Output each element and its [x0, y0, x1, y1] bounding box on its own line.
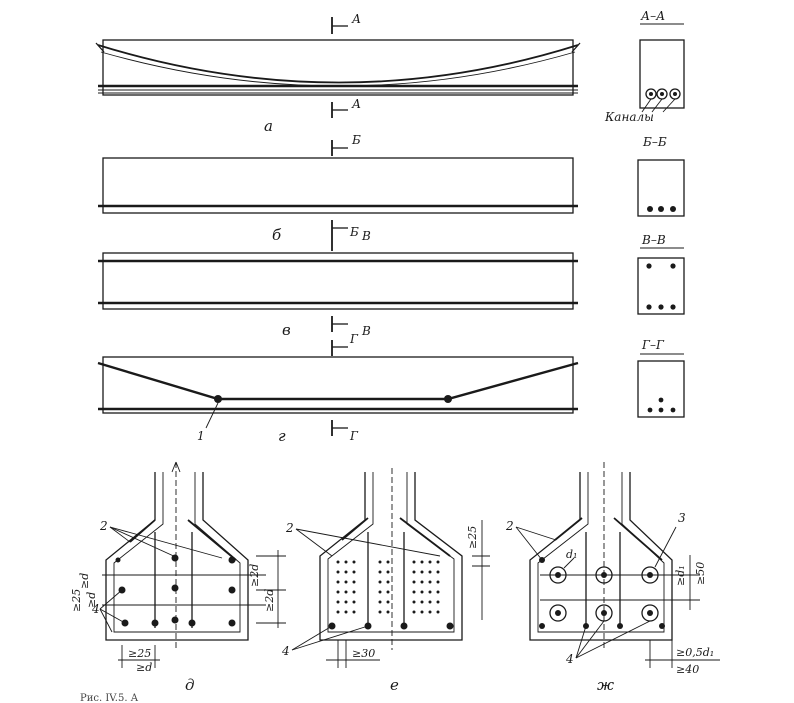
detail-d-dim-dia: ≥d	[78, 573, 91, 589]
cut-label-b-top: Б	[351, 133, 361, 147]
detail-d-callout-2: 2	[99, 519, 108, 533]
section-vv-title: В–В	[641, 233, 666, 247]
detail-d: 2 4 ≥2d ≥2d ≥25 ≥d ≥25 ≥d д	[70, 461, 286, 694]
detail-zh-dim-right1: ≥d₁	[674, 565, 687, 586]
figure-caption: Рис. IV.5. А	[80, 693, 139, 703]
detail-e-callout-2: 2	[285, 521, 294, 535]
section-aa-title: А–А	[640, 9, 665, 23]
beam-a-label: а	[264, 117, 273, 135]
detail-zh-callout-4: 4	[565, 652, 574, 666]
detail-e-dim-right: ≥25	[466, 526, 479, 549]
section-bb: Б–Б	[637, 135, 685, 217]
beam-v-label: в	[282, 321, 291, 339]
beam-v: В В в	[98, 229, 578, 339]
detail-e-dim-bottom: ≥30	[352, 647, 375, 660]
beam-b: Б Б б	[98, 133, 578, 244]
beam-b-label: б	[272, 226, 282, 244]
cut-label-g-top: Г	[349, 332, 359, 346]
cut-label-v-top: В	[361, 229, 371, 243]
section-bb-title: Б–Б	[642, 135, 667, 149]
detail-zh-dim-right2: ≥50	[694, 562, 707, 585]
detail-zh-callout-2: 2	[505, 519, 514, 533]
beam-g-marker: 1	[197, 429, 205, 443]
beam-g-label: г	[278, 427, 286, 445]
cut-label-g-bottom: Г	[349, 429, 359, 443]
cut-label-a-top: А	[351, 12, 361, 26]
detail-d-label: д	[185, 676, 195, 694]
cut-label-v-bottom: В	[361, 324, 371, 338]
detail-d-dim-bottom2: ≥d	[136, 661, 152, 674]
cut-label-b-bottom: Б	[349, 225, 359, 239]
section-aa-note: Каналы	[604, 110, 654, 124]
detail-d-dim-vert1: ≥2d	[248, 564, 261, 587]
detail-e-label: е	[390, 676, 399, 694]
section-vv: В–В	[637, 233, 685, 315]
detail-d-callout-4: 4	[91, 602, 100, 616]
detail-d-dim-vert2: ≥2d	[263, 589, 276, 612]
beam-a: А А а	[95, 12, 581, 135]
detail-d-dim-left1: ≥25	[70, 589, 83, 612]
cut-label-a-bottom: А	[351, 97, 361, 111]
section-gg-title: Г–Г	[641, 338, 665, 352]
detail-zh: d₁ ≥d₁ ≥50 2 3 4 ≥0,5d₁ ≥40 ж	[505, 462, 720, 694]
detail-d-dim-bottom1: ≥25	[128, 647, 151, 660]
detail-zh-dim-dia: d₁	[566, 548, 577, 561]
wire-grid	[336, 560, 440, 614]
detail-d-dim-left2: ≥d	[85, 592, 98, 608]
detail-zh-callout-3: 3	[678, 511, 686, 525]
detail-zh-dim-bottom2: ≥40	[676, 663, 699, 676]
detail-e-callout-4: 4	[281, 644, 290, 658]
beam-g: 1 Г Г г	[97, 332, 579, 445]
detail-zh-dim-bottom1: ≥0,5d₁	[676, 646, 714, 659]
detail-zh-label: ж	[597, 676, 614, 694]
detail-e: ≥25 2 4 ≥30 е	[281, 468, 490, 694]
section-gg: Г–Г	[637, 338, 685, 418]
section-aa: А–А Каналы	[604, 9, 685, 124]
